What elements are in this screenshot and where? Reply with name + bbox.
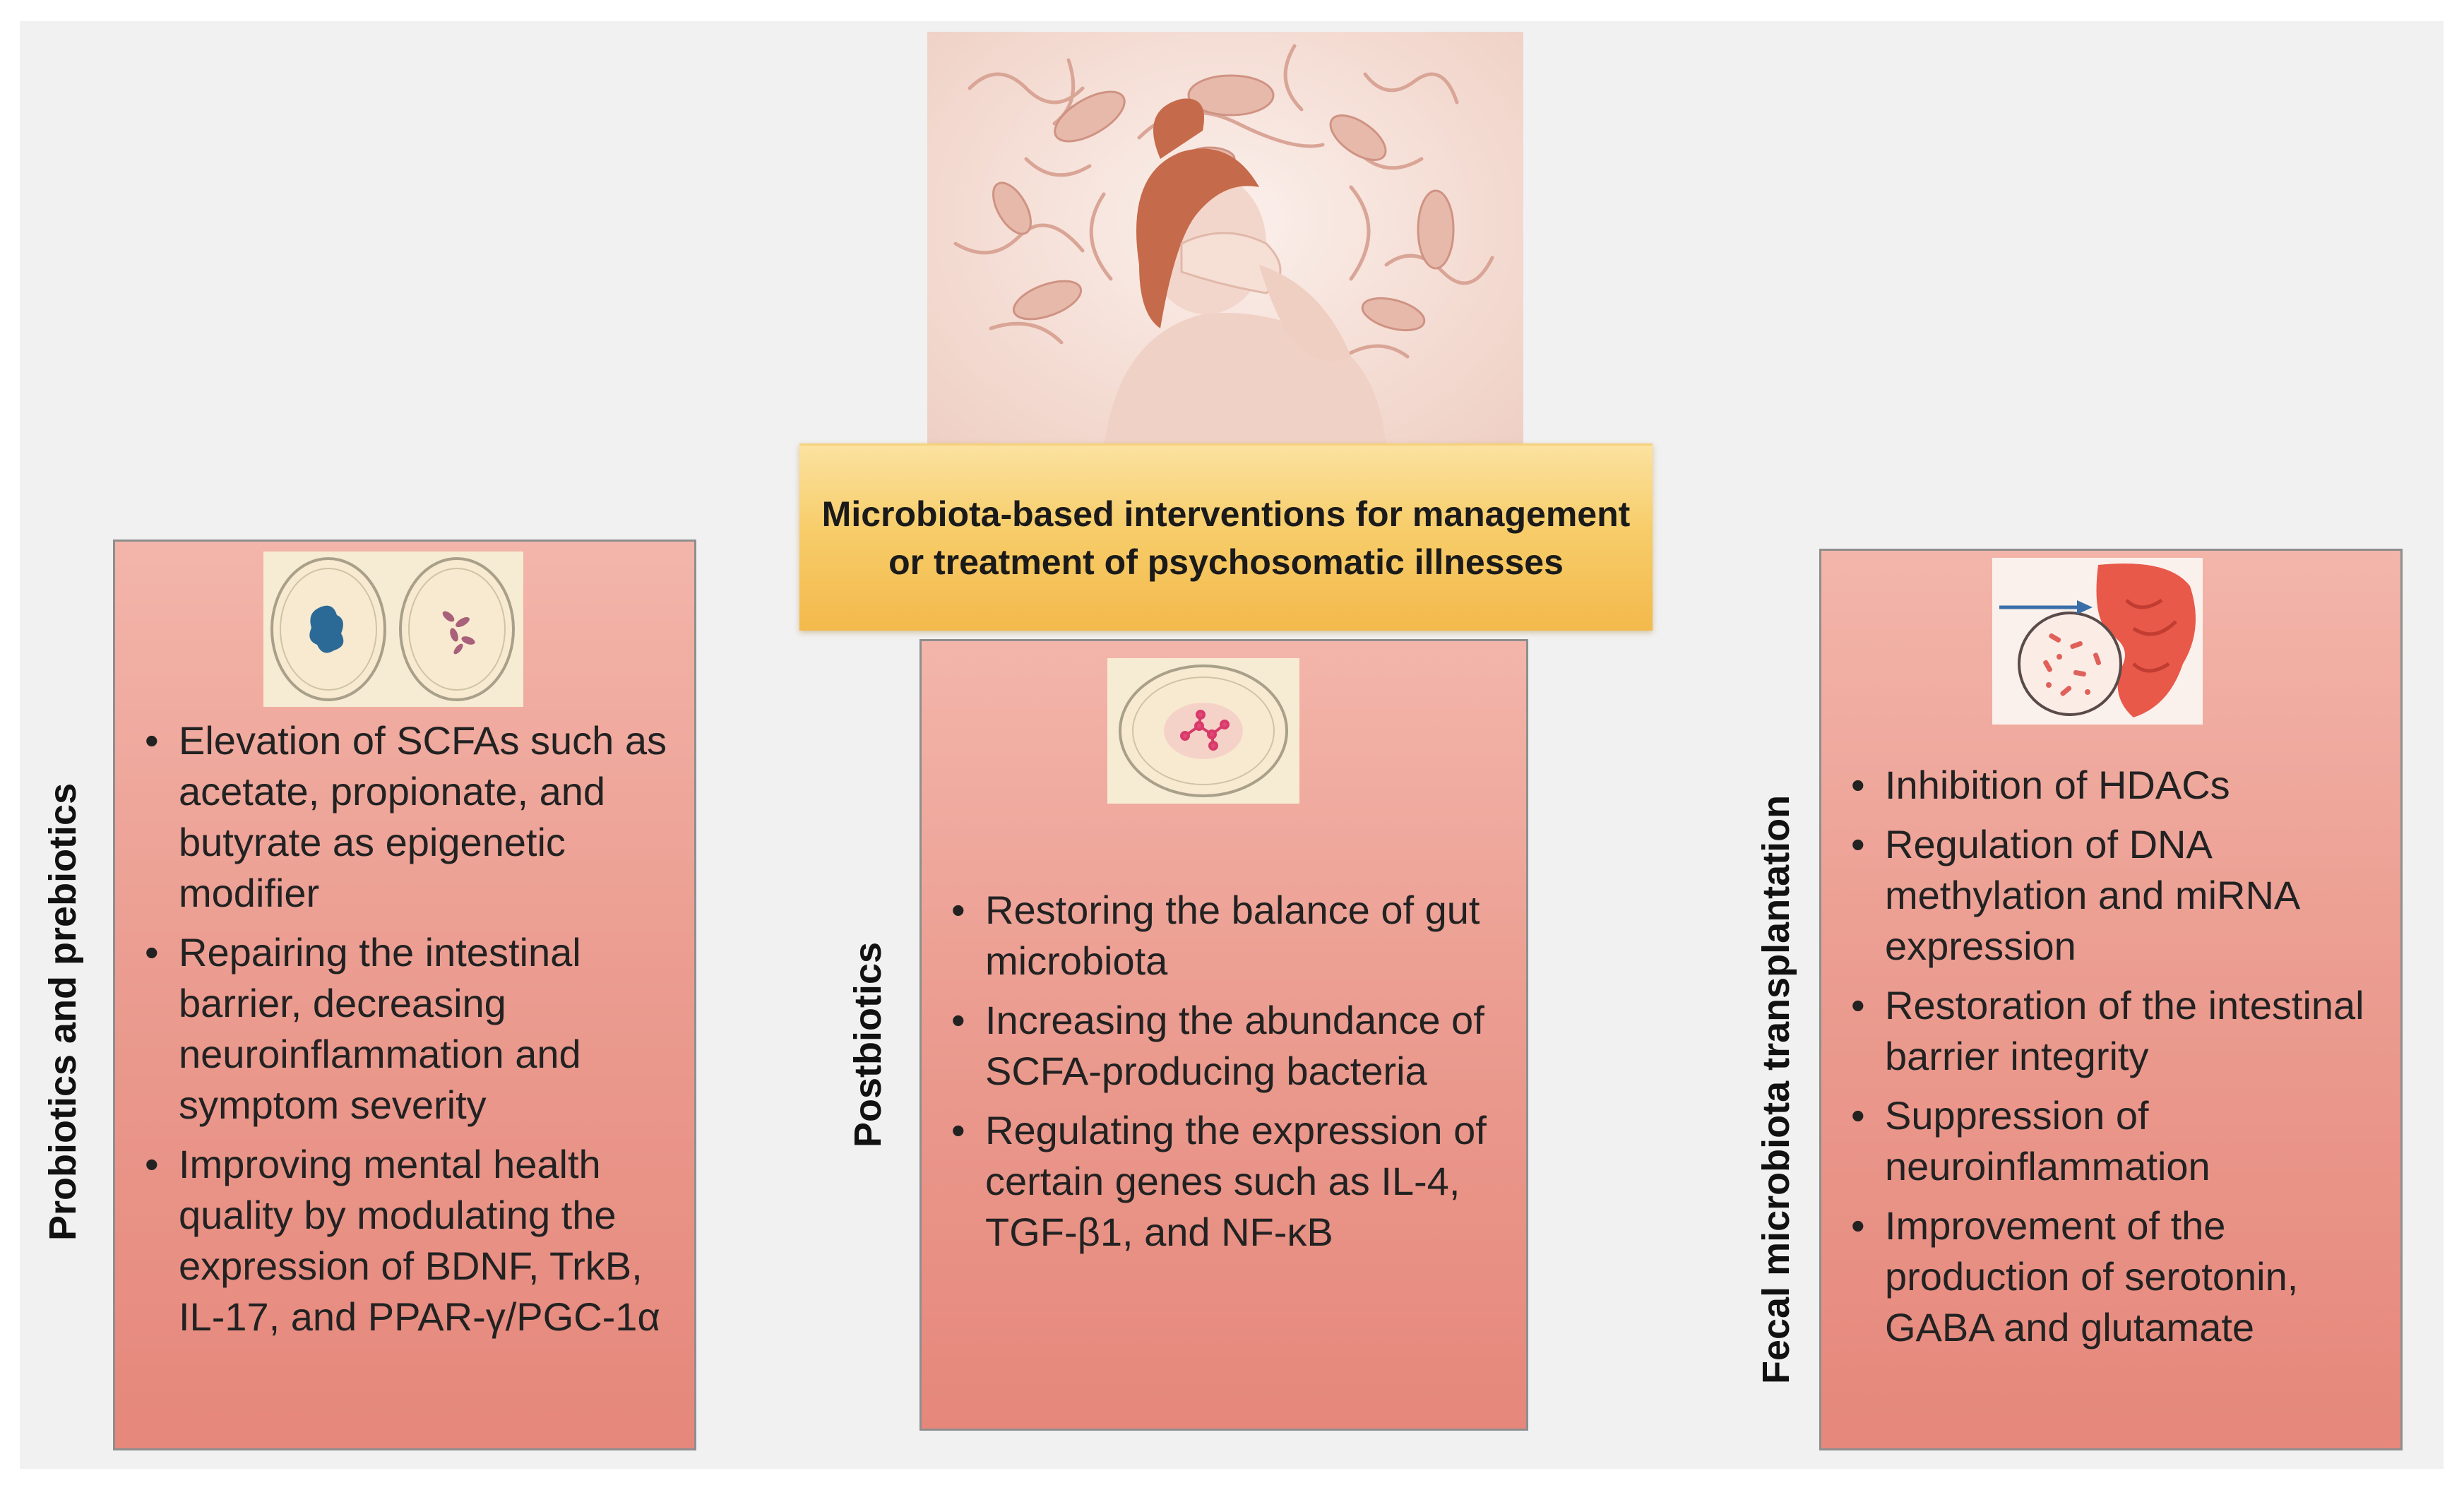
list-item: •Regulation of DNA methylation and miRNA… <box>1851 822 2299 968</box>
title-banner: Microbiota-based interventions for manag… <box>799 443 1653 631</box>
probiotics-prebiotics-box: •Elevation of SCFAs such as acetate, pro… <box>113 540 696 1450</box>
intestine-bacteria-icon <box>1992 558 2203 725</box>
left-category-label: Probiotics and prebiotics <box>42 782 84 1241</box>
right-bullet-list: •Inhibition of HDACs •Regulation of DNA … <box>1850 760 2393 1361</box>
list-item: •Improving mental health quality by modu… <box>145 1142 660 1339</box>
list-item: •Increasing the abundance of SCFA-produc… <box>951 998 1484 1093</box>
bacteria-petri-dish-icon <box>263 552 523 707</box>
list-item: •Restoring the balance of gut microbiota <box>951 888 1480 983</box>
list-item: •Suppression of neuroinflammation <box>1851 1093 2210 1188</box>
left-bullet-list: •Elevation of SCFAs such as acetate, pro… <box>143 715 680 1351</box>
list-item: •Inhibition of HDACs <box>1851 763 2230 807</box>
right-category-label: Fecal microbiota transplantation <box>1755 794 1797 1384</box>
distressed-person-illustration <box>927 32 1523 448</box>
microbes-and-person-drawing <box>953 44 1494 448</box>
list-item: •Elevation of SCFAs such as acetate, pro… <box>145 718 667 915</box>
postbiotics-box: •Restoring the balance of gut microbiota… <box>919 639 1528 1431</box>
molecule-petri-dish-icon <box>1107 658 1299 804</box>
list-item: •Repairing the intestinal barrier, decre… <box>145 930 581 1127</box>
list-item: •Improvement of the production of seroto… <box>1851 1203 2299 1349</box>
diagram-title: Microbiota-based interventions for manag… <box>821 494 1631 582</box>
list-item: •Regulating the expression of certain ge… <box>951 1108 1487 1254</box>
middle-bullet-list: •Restoring the balance of gut microbiota… <box>950 885 1515 1266</box>
middle-category-label: Postbiotics <box>847 941 889 1148</box>
list-item: •Restoration of the intestinal barrier i… <box>1851 983 2364 1078</box>
fecal-transplant-box: •Inhibition of HDACs •Regulation of DNA … <box>1819 549 2403 1450</box>
